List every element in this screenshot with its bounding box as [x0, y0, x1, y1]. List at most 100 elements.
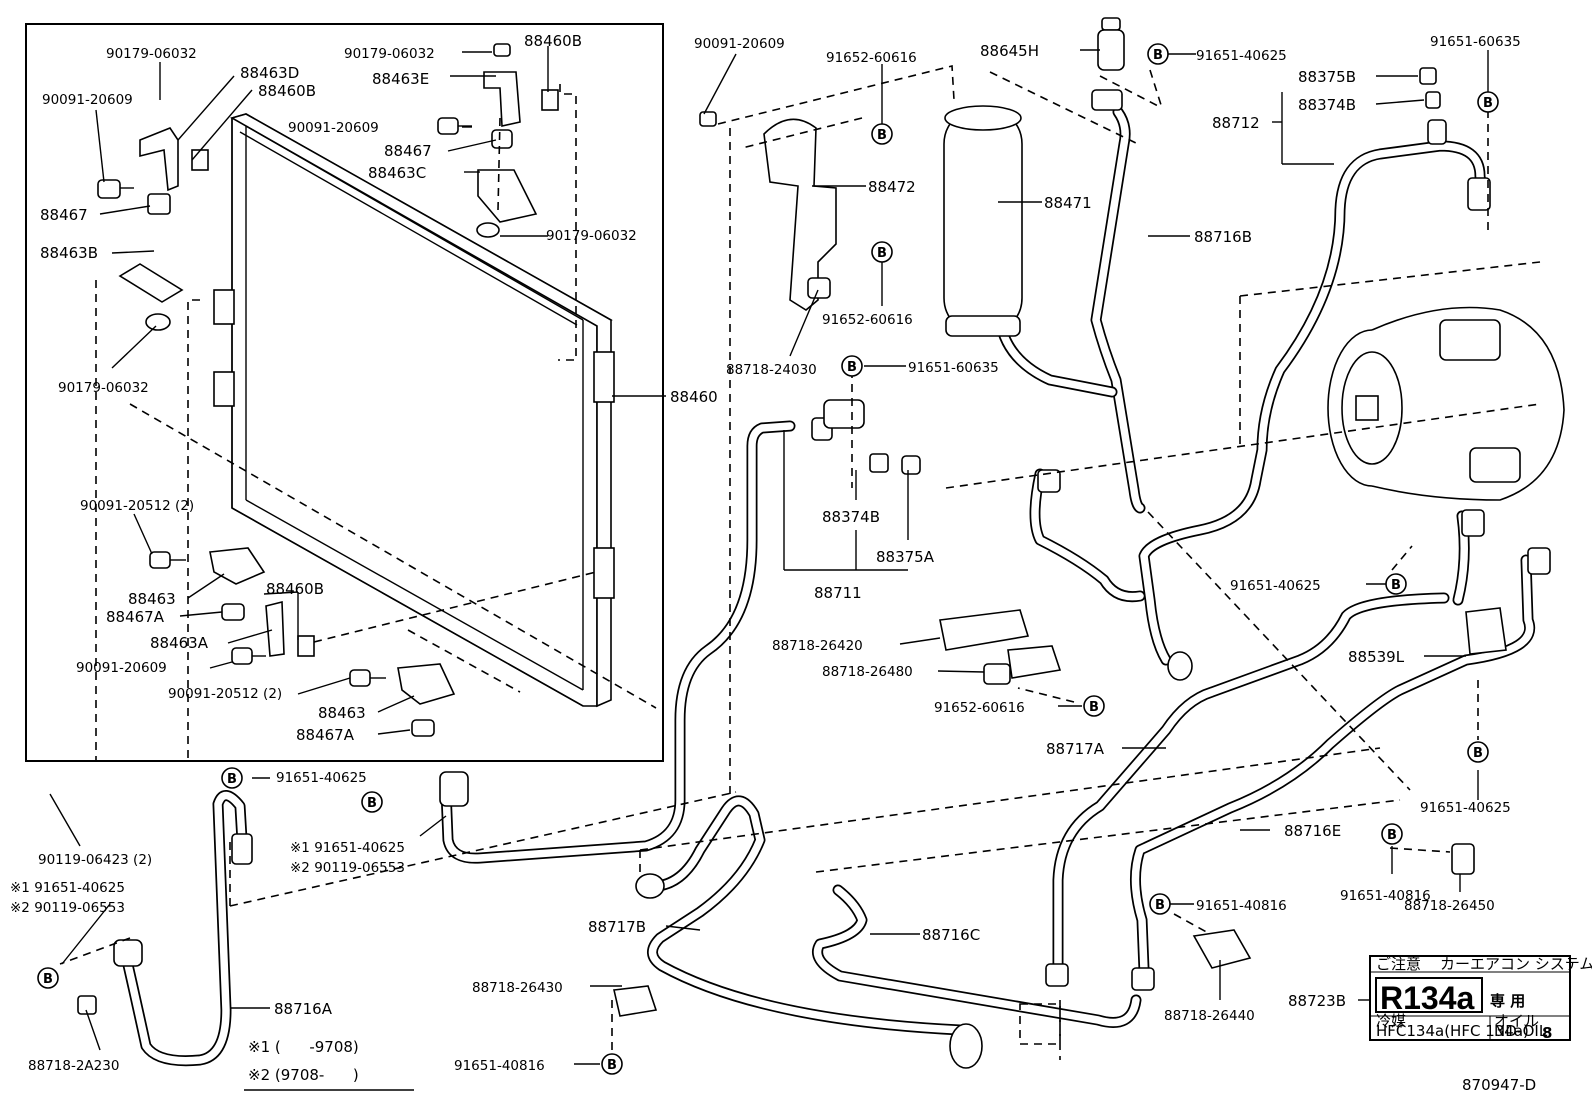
pipe-suction-hose	[1029, 468, 1146, 603]
part-label: 88718-2A230	[28, 1058, 119, 1074]
part-label: 91651-40625	[1230, 578, 1321, 594]
assembly-dashed-guides	[59, 64, 1541, 1060]
part-label: 91652-60616	[822, 312, 913, 328]
part-label: 88472	[868, 178, 916, 196]
svg-text:B: B	[227, 772, 237, 787]
part-label: 88463B	[40, 244, 98, 262]
part-label: 90091-20609	[694, 36, 785, 52]
svg-text:B: B	[367, 796, 377, 811]
part-label: 91652-60616	[826, 50, 917, 66]
part-label: 88712	[1212, 114, 1260, 132]
part-label: 88723B	[1288, 992, 1346, 1010]
small-fittings	[77, 67, 1551, 1069]
svg-text:B: B	[1391, 578, 1401, 593]
part-label: 88718-26450	[1404, 898, 1495, 914]
part-label: 88460B	[258, 82, 316, 100]
part-label: 88716E	[1284, 822, 1341, 840]
part-label: 88711	[814, 584, 862, 602]
oil-number: 8	[1542, 1024, 1552, 1042]
part-label: 88717B	[588, 918, 646, 936]
part-label: 91651-60635	[1430, 34, 1521, 50]
part-label: 88463E	[372, 70, 429, 88]
footnote-2: ※2 (9708- )	[248, 1066, 359, 1084]
refrigerant-pipes	[120, 106, 1536, 1067]
clamp-b-icon: B	[37, 967, 59, 989]
condenser-brackets	[97, 43, 559, 737]
part-labels: 90179-06032 88463D 88460B 90091-20609 88…	[10, 32, 1521, 1074]
part-label: 91651-40625	[1196, 48, 1287, 64]
svg-text:B: B	[847, 360, 857, 375]
part-label: 88716C	[922, 926, 980, 944]
part-label: 91651-40816	[454, 1058, 545, 1074]
part-label: 90179-06032	[106, 46, 197, 62]
clamp-b-icon: B	[1083, 695, 1105, 717]
clamp-b-icon: B	[841, 355, 863, 377]
part-label: 91651-40816	[1196, 898, 1287, 914]
part-label: 90091-20609	[42, 92, 133, 108]
part-label: 90179-06032	[344, 46, 435, 62]
pipe-88712	[1138, 140, 1488, 666]
oil-spec: ND-OIL	[1494, 1022, 1548, 1040]
leader-lines	[49, 46, 1489, 1065]
part-label: 91651-40816	[1340, 888, 1431, 904]
svg-text:B: B	[1387, 828, 1397, 843]
part-label: 90119-06423 (2)	[38, 852, 152, 868]
clamp-b-icon: B	[1477, 91, 1499, 113]
pipe-88717A	[1052, 592, 1450, 972]
part-label: 88375A	[876, 548, 935, 566]
part-label: 91652-60616	[934, 700, 1025, 716]
svg-text:B: B	[43, 972, 53, 987]
clamp-b-icon: B	[1467, 741, 1489, 763]
footnotes: ※1 ( -9708) ※2 (9708- )	[244, 1038, 414, 1091]
part-label: 88467	[384, 142, 432, 160]
clamp-b-icon: B	[871, 123, 893, 145]
pipe-88716C	[812, 884, 1142, 1028]
svg-text:B: B	[877, 246, 887, 261]
svg-text:B: B	[1473, 746, 1483, 761]
part-label: 88539L	[1348, 648, 1405, 666]
svg-text:B: B	[1153, 48, 1163, 63]
part-label: 88467A	[106, 608, 165, 626]
part-label: 88463D	[240, 64, 299, 82]
svg-text:B: B	[1089, 700, 1099, 715]
part-label: 88463C	[368, 164, 426, 182]
part-label: 88718-26430	[472, 980, 563, 996]
part-label: 88718-26420	[772, 638, 863, 654]
part-label: 91651-40625	[1420, 800, 1511, 816]
part-label: 88467	[40, 206, 88, 224]
part-label: 88716B	[1194, 228, 1252, 246]
part-label: 88467A	[296, 726, 355, 744]
clamp-b-icon: B	[1149, 893, 1171, 915]
condenser-group-frame	[25, 23, 664, 762]
part-label: 90179-06032	[58, 380, 149, 396]
caution-header-left: ご注意	[1376, 955, 1421, 973]
part-label: 90091-20609	[76, 660, 167, 676]
clamp-b-icon: B	[871, 241, 893, 263]
clamp-b-icon: B	[601, 1053, 623, 1075]
pipe-88716E	[1129, 554, 1536, 976]
part-label: 88463A	[150, 634, 209, 652]
caution-header-right: カーエアコン システム	[1440, 955, 1592, 973]
clamp-b-icon: B	[221, 767, 243, 789]
pressure-switch-88645H	[1091, 17, 1125, 111]
r134a-caution-label: ご注意 カーエアコン システム R134a 専 用 冷媒 HFC134a(HFC…	[1369, 955, 1592, 1042]
clamp-b-symbols: B B B B B B B B B B B B B B	[37, 43, 1499, 1075]
part-label: 88375B	[1298, 68, 1356, 86]
part-label: 88718-24030	[726, 362, 817, 378]
clamp-b-icon: B	[361, 791, 383, 813]
part-label: 88463	[128, 590, 176, 608]
part-label: 90091-20512 (2)	[80, 498, 194, 514]
part-label: ※1 91651-40625	[290, 840, 405, 856]
svg-text:B: B	[607, 1058, 617, 1073]
compressor	[1327, 306, 1565, 501]
pipe-88717B	[640, 795, 966, 1036]
part-label: 88463	[318, 704, 366, 722]
part-label: 90091-20512 (2)	[168, 686, 282, 702]
diagram-code: 870947-D	[1462, 1076, 1536, 1094]
oil-caption: オイル	[1494, 1012, 1539, 1030]
pipe-88716A	[120, 790, 248, 1067]
svg-text:B: B	[877, 128, 887, 143]
part-label: 88374B	[822, 508, 880, 526]
part-label: 88374B	[1298, 96, 1356, 114]
